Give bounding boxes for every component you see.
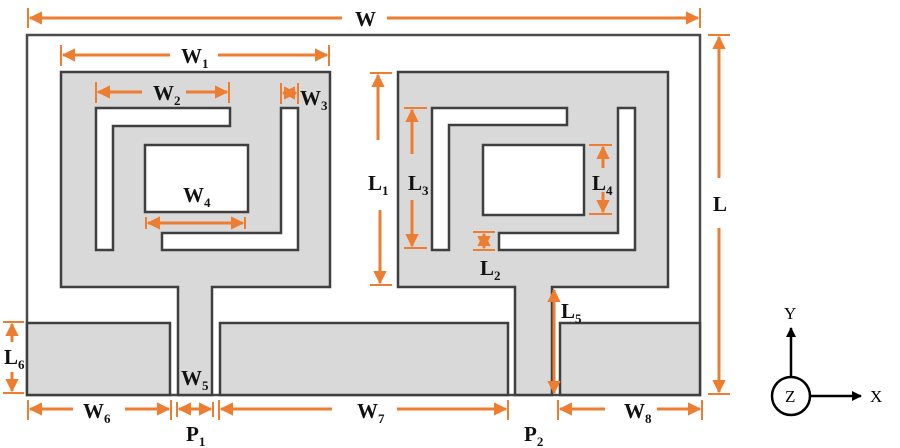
label-L5: L5 [561,299,582,326]
dim-L6: L6 [3,321,25,394]
label-L: L [713,192,727,216]
dim-W2: W2 [95,81,230,108]
label-W5: W5 [181,366,209,393]
dim-L2: L2 [473,231,501,283]
label-W1: W1 [181,44,209,71]
right-slot-center [481,143,586,217]
dim-W6: W6 [27,399,172,426]
label-L4: L4 [592,171,613,198]
z-axis-label: Z [785,387,795,406]
label-W2: W2 [153,81,181,108]
port-label-P2: P2 [524,422,543,448]
label-W7: W7 [357,399,385,426]
label-W6: W6 [83,399,111,426]
dim-W8: W8 [557,399,703,426]
right-slot-inner-l [497,106,637,252]
dim-L4: L4 [589,144,613,215]
label-L3: L3 [408,171,429,198]
ground-pad-right [558,321,702,397]
dim-W7: W7 [218,399,509,426]
dim-W1: W1 [60,44,330,71]
x-axis-label: X [870,387,882,406]
dim-L3: L3 [404,107,429,249]
left-slot-inner-l [160,106,300,252]
label-L6: L6 [4,345,25,372]
coordinate-axes: Y X Z [770,304,882,417]
dim-W: W [27,7,701,31]
dim-W5: W5 [176,366,214,417]
left-slot-center [143,143,250,214]
left-slot-outer-l [94,106,232,252]
label-W3: W3 [300,86,328,113]
ground-pad-middle [218,321,510,397]
right-slot-outer-l [430,106,569,252]
dim-W4: W4 [145,183,246,230]
dim-W3: W3 [280,83,328,113]
port-label-P1: P1 [186,422,205,448]
label-W: W [355,7,376,31]
label-L2: L2 [480,256,501,283]
ground-pad-left [25,321,172,397]
dim-L: L [708,34,730,395]
label-W8: W8 [624,399,652,426]
label-L1: L1 [368,171,389,198]
dim-L1: L1 [368,72,392,286]
y-axis-label: Y [784,304,796,323]
label-W4: W4 [183,183,211,210]
dim-L5: L5 [547,288,582,395]
